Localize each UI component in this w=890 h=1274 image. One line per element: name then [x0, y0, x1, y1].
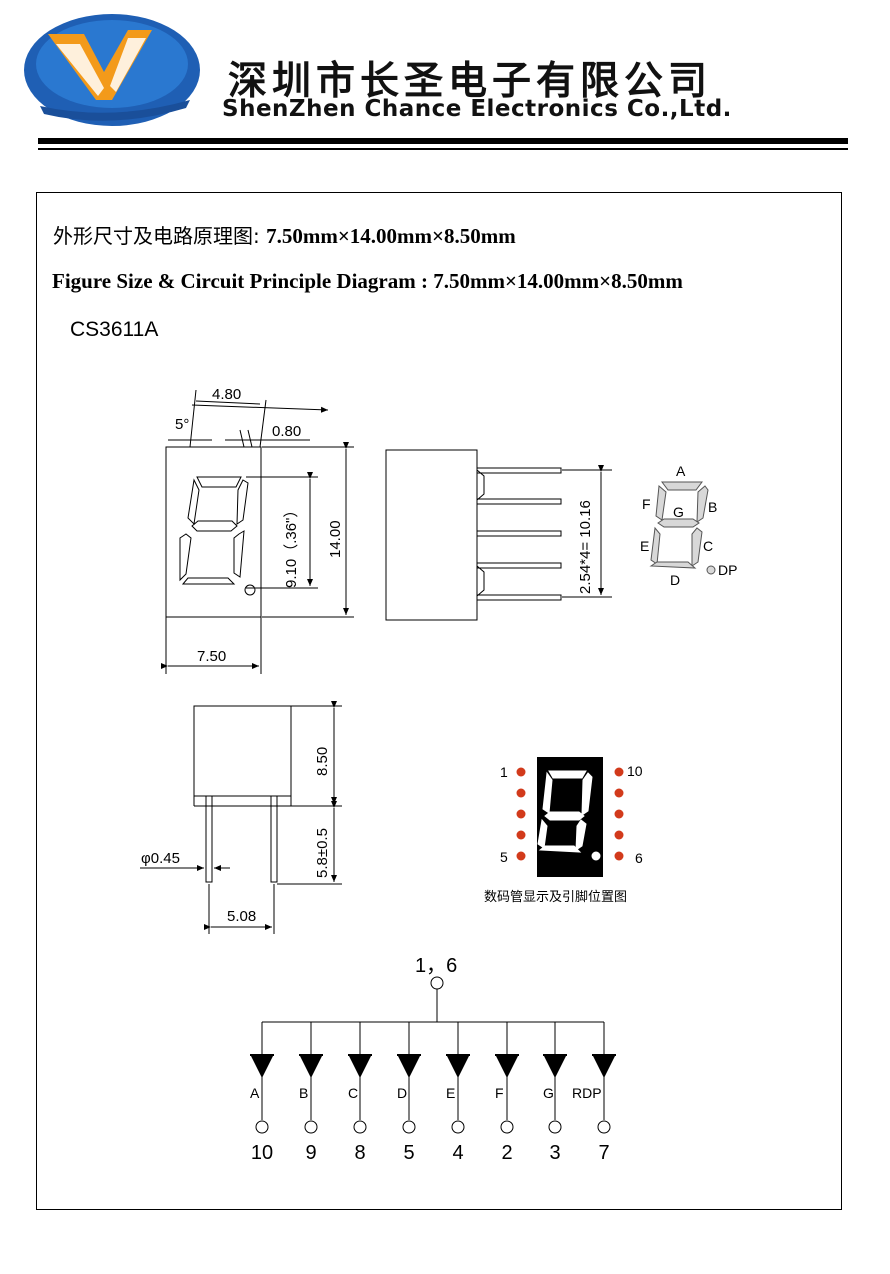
pin-terminal	[255, 1120, 269, 1134]
dim-height: 14.00	[327, 520, 344, 558]
dim-pitch: 2.54*4= 10.16	[577, 500, 594, 594]
dim-top-width: 4.80	[212, 386, 241, 403]
diode-seg-label: A	[250, 1085, 260, 1101]
diode-b: B9	[299, 1022, 323, 1164]
diode-seg-label: RDP	[572, 1085, 602, 1101]
diode-pin-label: 2	[501, 1142, 512, 1164]
dim-seg-width: 0.80	[272, 423, 301, 440]
diode-seg-label: G	[543, 1085, 554, 1101]
diode-symbol	[593, 1056, 615, 1078]
diode-symbol	[300, 1056, 322, 1078]
diode-seg-label: C	[348, 1085, 358, 1101]
diode-symbol	[544, 1056, 566, 1078]
diode-symbol	[496, 1056, 518, 1078]
diode-pin-label: 5	[403, 1142, 414, 1164]
dim-depth: 8.50	[314, 747, 331, 776]
header-rule-thin	[38, 148, 848, 150]
diode-symbol	[398, 1056, 420, 1078]
common-pin-label: 1，6	[415, 955, 457, 977]
pin-terminal	[353, 1120, 367, 1134]
pin-label-6: 6	[635, 850, 643, 866]
seg-label-b: B	[708, 499, 717, 515]
dim-pin-length: 5.8±0.5	[314, 828, 331, 878]
diode-e: E4	[446, 1022, 470, 1164]
diode-seg-label: B	[299, 1085, 308, 1101]
pin-terminal	[402, 1120, 416, 1134]
title-cn: 外形尺寸及电路原理图: 7.50mm×14.00mm×8.50mm	[53, 220, 516, 249]
seg-label-a: A	[676, 463, 686, 479]
diode-symbol	[349, 1056, 371, 1078]
content-frame	[36, 192, 842, 1210]
diode-seg-label: E	[446, 1085, 455, 1101]
diode-pin-label: 4	[452, 1142, 463, 1164]
model-number: CS3611A	[70, 318, 159, 341]
company-name-en: ShenZhen Chance Electronics Co.,Ltd.	[222, 96, 732, 122]
pin-label-5: 5	[500, 849, 508, 865]
company-logo	[24, 14, 200, 126]
circuit-diagram	[262, 976, 604, 1023]
dim-angle: 5°	[175, 416, 189, 433]
pin-position-view	[516, 757, 624, 877]
dim-width: 7.50	[197, 648, 226, 665]
pin-label-1: 1	[500, 764, 508, 780]
dim-pin-diameter: φ0.45	[141, 850, 180, 867]
diode-symbol	[251, 1056, 273, 1078]
pin-terminal	[500, 1120, 514, 1134]
diode-pin-label: 7	[598, 1142, 609, 1164]
seg-label-g: G	[673, 504, 684, 520]
title-en: Figure Size & Circuit Principle Diagram …	[52, 269, 683, 293]
header-rule	[38, 138, 848, 144]
pin-terminal	[548, 1120, 562, 1134]
dim-row-spacing: 5.08	[227, 908, 256, 925]
seg-label-c: C	[703, 538, 713, 554]
diode-seg-label: D	[397, 1085, 407, 1101]
diode-f: F2	[495, 1022, 519, 1164]
pin-terminal	[597, 1120, 611, 1134]
diode-rdp: RDP 7	[572, 1022, 616, 1164]
diode-pin-label: 8	[354, 1142, 365, 1164]
diode-pin-label: 9	[305, 1142, 316, 1164]
pin-terminal	[451, 1120, 465, 1134]
title-cn-label: 外形尺寸及电路原理图:	[53, 224, 260, 248]
diode-d: D5	[397, 1022, 421, 1164]
seg-label-dp: DP	[718, 562, 737, 578]
side-view	[385, 449, 612, 621]
bottom-view	[140, 701, 342, 934]
seg-label-f: F	[642, 496, 651, 512]
front-view	[161, 389, 354, 674]
seg-label-d: D	[670, 572, 680, 588]
pin-view-caption: 数码管显示及引脚位置图	[484, 889, 627, 905]
pin-terminal	[304, 1120, 318, 1134]
diode-pin-label: 10	[251, 1142, 273, 1164]
pin-label-10: 10	[627, 763, 643, 779]
company-name-cn: 深圳市长圣电子有限公司	[228, 59, 713, 104]
dim-digit-height: 9.10（.36"）	[283, 503, 300, 588]
header: 深圳市长圣电子有限公司 ShenZhen Chance Electronics …	[0, 0, 890, 150]
diode-a: A 10	[250, 1022, 274, 1164]
diode-symbol	[447, 1056, 469, 1078]
title-cn-dims: 7.50mm×14.00mm×8.50mm	[266, 224, 516, 248]
diode-g: G3	[543, 1022, 567, 1164]
segment-map	[649, 481, 716, 575]
diode-pin-label: 3	[549, 1142, 560, 1164]
seg-label-e: E	[640, 538, 649, 554]
diode-c: C8	[348, 1022, 372, 1164]
diode-seg-label: F	[495, 1085, 504, 1101]
